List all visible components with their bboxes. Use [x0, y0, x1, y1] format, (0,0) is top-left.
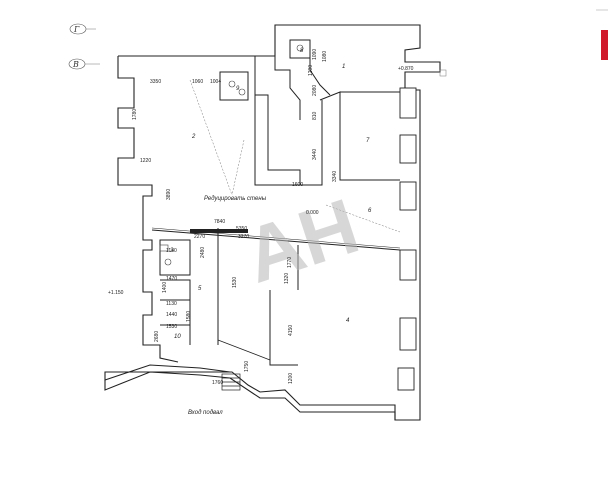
svg-text:Г: Г [73, 25, 80, 34]
axis-marker-v: В [68, 58, 100, 70]
svg-text:1060: 1060 [192, 79, 203, 85]
svg-text:2080: 2080 [312, 85, 318, 96]
svg-text:2480: 2480 [200, 247, 206, 258]
svg-text:1530: 1530 [166, 324, 177, 330]
svg-text:В: В [72, 60, 79, 69]
svg-text:4: 4 [346, 318, 350, 324]
svg-text:1400: 1400 [162, 282, 168, 293]
svg-text:1760: 1760 [212, 380, 223, 386]
stair-block [221, 373, 241, 391]
svg-text:1004: 1004 [210, 79, 221, 85]
svg-text:1090: 1090 [312, 49, 318, 60]
svg-text:3: 3 [170, 248, 174, 254]
svg-text:7: 7 [366, 138, 370, 144]
svg-text:10: 10 [174, 334, 181, 340]
svg-text:1200: 1200 [288, 373, 294, 384]
svg-text:2270: 2270 [194, 234, 205, 240]
sanitary-fixtures [159, 44, 304, 266]
dimension-labels: 3350 1060 1004 1780 1220 3890 7840 2270 … [132, 49, 338, 386]
facade-windows [397, 87, 417, 391]
partition-note: Редуцировать стены [204, 196, 267, 202]
svg-text:1600: 1600 [292, 182, 303, 188]
svg-text:2680: 2680 [154, 331, 160, 342]
exterior-walls [104, 24, 441, 421]
svg-text:1530: 1530 [232, 277, 238, 288]
diagonal-partition [217, 339, 271, 361]
svg-text:5: 5 [198, 286, 202, 292]
interior-walls [151, 25, 401, 366]
leader-lines [189, 79, 401, 233]
svg-text:1580: 1580 [186, 311, 192, 322]
svg-text:3350: 3350 [150, 79, 161, 85]
room-numbers: 2 1 7 6 4 5 3 10 8 9 [170, 48, 372, 340]
svg-text:1320: 1320 [284, 273, 290, 284]
svg-text:5350: 5350 [236, 226, 247, 232]
svg-text:1080: 1080 [322, 51, 328, 62]
svg-text:810: 810 [312, 111, 318, 120]
svg-text:3890: 3890 [166, 189, 172, 200]
svg-text:0.000: 0.000 [306, 210, 319, 216]
svg-text:4150: 4150 [288, 325, 294, 336]
svg-text:7840: 7840 [214, 219, 225, 225]
svg-text:1770: 1770 [287, 257, 293, 268]
entrance-note: Вход подвал [188, 410, 223, 416]
section-marker [439, 69, 447, 77]
svg-text:1440: 1440 [166, 312, 177, 318]
accent-marker [601, 30, 608, 60]
svg-text:6: 6 [368, 208, 372, 214]
svg-text:3340: 3340 [332, 171, 338, 182]
svg-text:1780: 1780 [132, 109, 138, 120]
axis-marker-g: Г [69, 23, 96, 35]
svg-text:9: 9 [236, 86, 240, 92]
svg-text:1470: 1470 [166, 276, 177, 282]
svg-text:1140: 1140 [166, 248, 177, 254]
svg-text:8: 8 [300, 48, 304, 54]
svg-text:1130: 1130 [166, 301, 177, 307]
svg-text:3270: 3270 [238, 234, 249, 240]
svg-text:1: 1 [342, 64, 345, 70]
svg-text:1750: 1750 [244, 361, 250, 372]
svg-text:1220: 1220 [140, 158, 151, 164]
svg-text:1200: 1200 [308, 65, 314, 76]
level-mark-left: +1.150 [108, 290, 124, 296]
partition-wall [190, 229, 248, 233]
svg-text:2: 2 [191, 134, 196, 140]
svg-text:3440: 3440 [312, 149, 318, 160]
level-mark-top-right: +0.870 [398, 66, 414, 72]
